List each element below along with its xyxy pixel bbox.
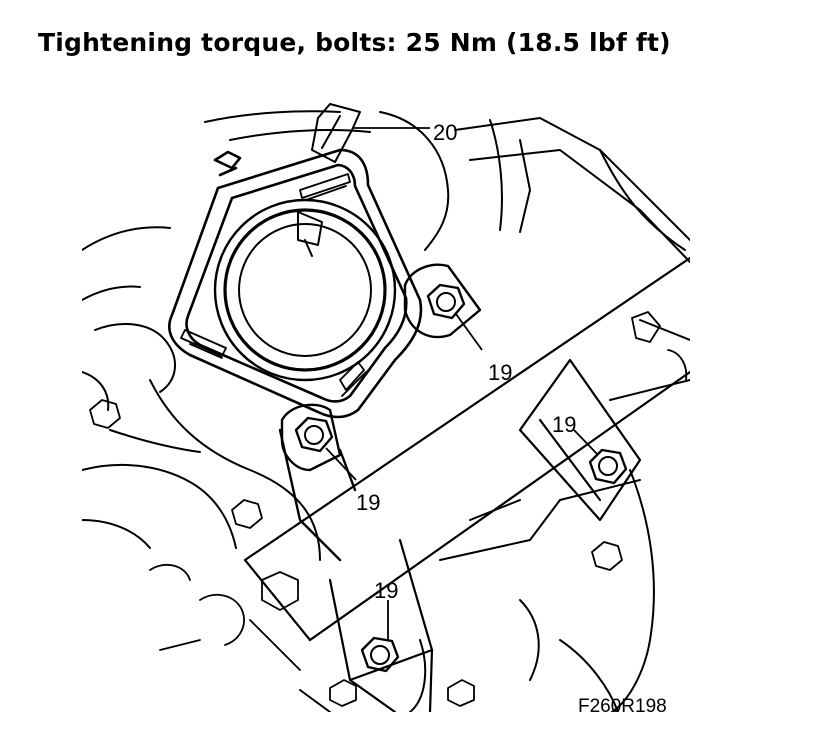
- engine-block-outline: [82, 110, 690, 712]
- callout-19-upper: 19: [488, 360, 512, 385]
- torque-heading: Tightening torque, bolts: 25 Nm (18.5 lb…: [38, 28, 671, 57]
- callout-19-left: 19: [356, 490, 380, 515]
- block-fasteners: [89, 311, 688, 707]
- callout-20: 20: [433, 120, 457, 145]
- right-strap: [518, 358, 642, 522]
- leader-19-right: [573, 429, 599, 456]
- bolt-19-upper: [426, 283, 466, 320]
- leader-19-left: [325, 447, 357, 481]
- bolt-19-right: [588, 448, 628, 485]
- leader-lines: [325, 127, 599, 640]
- bolt-19-left: [294, 416, 334, 453]
- figure-code: F260R198: [578, 696, 667, 717]
- crossmember-bar: [243, 256, 690, 642]
- bolt-19-lower: [360, 636, 400, 673]
- flange-plate: [168, 148, 423, 419]
- flange-slots: [180, 173, 367, 397]
- callout-19-right: 19: [552, 412, 576, 437]
- callout-19-lower: 19: [374, 578, 398, 603]
- flange-bore: [213, 198, 397, 382]
- leader-19-upper: [455, 313, 483, 351]
